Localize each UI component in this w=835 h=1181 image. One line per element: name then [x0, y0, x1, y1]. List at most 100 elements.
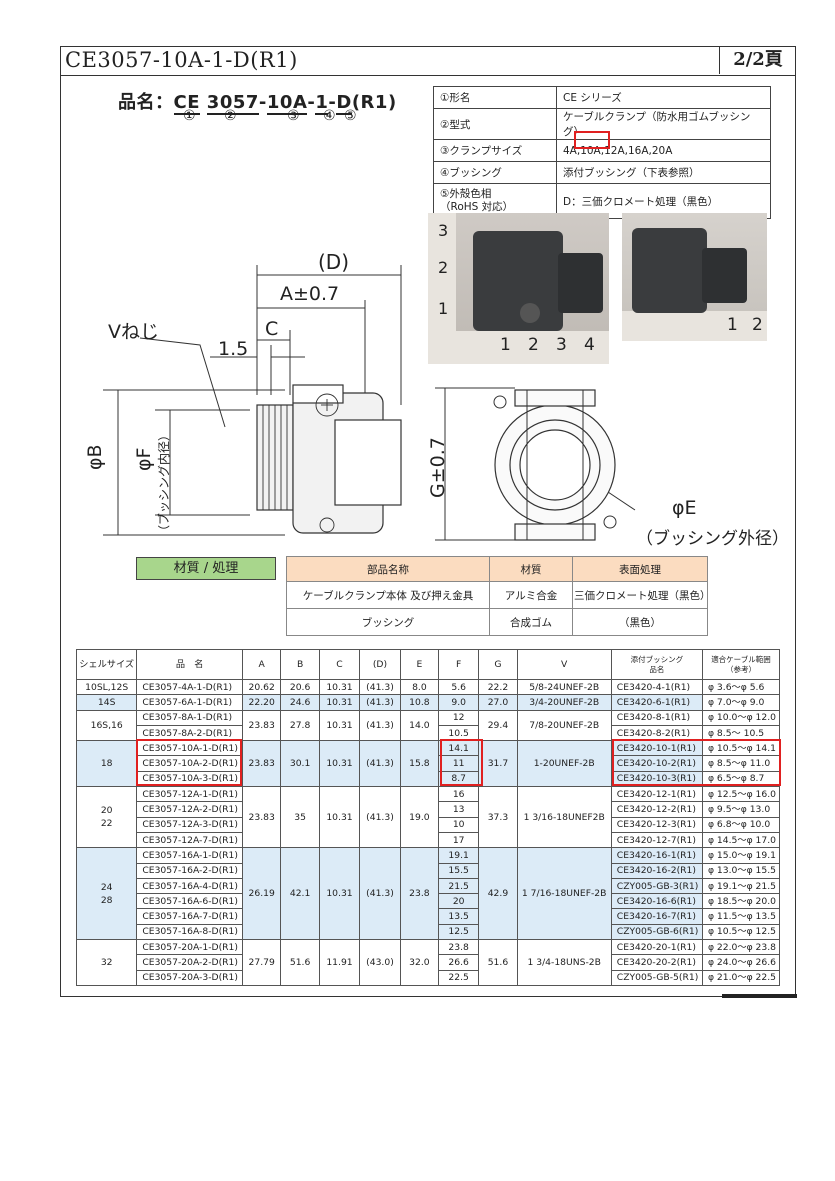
dim-F-value: 10	[438, 816, 480, 833]
part-dash: -	[307, 92, 316, 113]
bushing-part: CE3420-12-3(R1)	[610, 816, 703, 833]
material-cell: 三価クロメート処理（黒色）	[572, 581, 711, 609]
part-name: CE3057-12A-3-D(R1)	[136, 816, 243, 833]
dim-G: G±0.7	[427, 437, 449, 498]
cable-range: φ 14.5～φ 17.0	[701, 831, 781, 849]
dim-C-value: 10.31	[318, 694, 361, 711]
spec-header-5: (D)	[359, 649, 401, 680]
highlight-F	[440, 739, 483, 786]
material-header: 材質	[489, 556, 573, 582]
dim-E-value: 15.8	[399, 740, 440, 788]
ruler-mark: 1	[500, 335, 511, 355]
dim-E-value: 8.0	[399, 678, 440, 696]
highlight-bushing	[612, 739, 781, 786]
dim-A-value: 23.83	[241, 786, 282, 849]
thread-V: 1 3/16-18UNEF2B	[516, 786, 612, 849]
dim-F-value: 19.1	[438, 847, 480, 864]
legend-value: 添付ブッシング（下表参照）	[556, 161, 771, 184]
material-cell: ブッシング	[286, 608, 490, 636]
material-row: ブッシング 合成ゴム （黒色）	[286, 608, 708, 636]
dim-F-value: 8.7	[438, 770, 480, 788]
part-name: CE3057-16A-4-D(R1)	[136, 877, 243, 895]
dim-D-value: (41.3)	[359, 694, 401, 711]
cable-range: φ 15.0～φ 19.1	[701, 847, 781, 864]
shell-size: 32	[75, 939, 138, 986]
part-name: CE3057-16A-7-D(R1)	[136, 908, 243, 925]
page-frame	[60, 46, 796, 997]
dim-G-value: 27.0	[478, 694, 518, 711]
bushing-part: CZY005-GB-6(R1)	[610, 923, 703, 941]
legend-key: ④ブッシング	[433, 161, 557, 184]
circle-4: ④	[323, 108, 336, 124]
dim-B-value: 20.6	[280, 678, 320, 696]
cable-range: φ 24.0～φ 26.6	[701, 954, 781, 971]
dim-A-value: 26.19	[241, 847, 282, 941]
legend-key: ③クランプサイズ	[433, 139, 557, 162]
thread-V: 7/8-20UNEF-2B	[516, 709, 612, 742]
part-seg-3: 10A	[266, 92, 308, 115]
ruler-mark: 2	[528, 335, 539, 355]
ruler-mark: 2	[752, 315, 763, 335]
dim-F-value: 14.1	[438, 740, 480, 757]
bushing-part: CE3420-12-2(R1)	[610, 801, 703, 818]
legend-row: ②型式ケーブルクランプ（防水用ゴムブッシング）	[433, 108, 771, 140]
material-header: 部品名称	[286, 556, 490, 582]
part-seg-2: 3057	[206, 92, 259, 115]
dim-C-value: 10.31	[318, 709, 361, 742]
dim-D-value: (41.3)	[359, 847, 401, 941]
note-bushing-outer: （ブッシング外径）	[636, 529, 789, 549]
cable-range: φ 9.5～φ 13.0	[701, 801, 781, 818]
ruler-mark: 1	[727, 315, 738, 335]
bushing-part: CE3420-16-6(R1)	[610, 893, 703, 910]
cable-range: φ 6.8～φ 10.0	[701, 816, 781, 833]
cable-range: φ 10.0～φ 12.0	[701, 709, 781, 726]
product-photo-left: 3 2 1 1 2 3 4	[428, 213, 609, 364]
dim-D: (D)	[318, 250, 350, 274]
spec-header-7: F	[438, 649, 480, 680]
bushing	[558, 253, 603, 313]
title-bar: CE3057-10A-1-D(R1) 2/2頁	[60, 46, 796, 76]
dim-G-value: 37.3	[478, 786, 518, 849]
dim-A-value: 27.79	[241, 939, 282, 986]
part-name: CE3057-6A-1-D(R1)	[136, 694, 243, 711]
spec-header-11: 適合ケーブル範囲 （参考）	[701, 649, 781, 680]
circle-5: ⑤	[344, 108, 357, 124]
part-name: CE3057-20A-3-D(R1)	[136, 969, 243, 986]
document-title: CE3057-10A-1-D(R1)	[65, 48, 298, 72]
dim-F-value: 16	[438, 786, 480, 803]
legend-key: ①形名	[433, 86, 557, 109]
legend-value: CE シリーズ	[556, 86, 771, 109]
spec-header-8: G	[478, 649, 518, 680]
dim-D-value: (41.3)	[359, 709, 401, 742]
shell-size: 20 22	[75, 786, 138, 849]
dim-B-value: 30.1	[280, 740, 320, 788]
page-number: 2/2頁	[719, 46, 796, 74]
dim-E-value: 23.8	[399, 847, 440, 941]
dim-B-value: 51.6	[280, 939, 320, 986]
bushing-part: CE3420-10-2(R1)	[610, 755, 703, 772]
dim-B-value: 42.1	[280, 847, 320, 941]
part-seg-4: 1	[315, 92, 329, 115]
circle-1: ①	[183, 108, 196, 124]
bushing-part: CE3420-20-2(R1)	[610, 954, 703, 971]
bushing-part: CE3420-6-1(R1)	[610, 694, 703, 711]
dim-C-value: 10.31	[318, 786, 361, 849]
dim-G-value: 29.4	[478, 709, 518, 742]
material-cell: （黒色）	[572, 608, 708, 636]
part-name: CE3057-12A-1-D(R1)	[136, 786, 243, 803]
cable-range: φ 12.5～φ 16.0	[701, 786, 781, 803]
ruler-mark: 1	[438, 299, 449, 318]
dim-F-value: 11	[438, 755, 480, 772]
material-cell: ケーブルクランプ本体 及び押え金具	[286, 581, 490, 609]
